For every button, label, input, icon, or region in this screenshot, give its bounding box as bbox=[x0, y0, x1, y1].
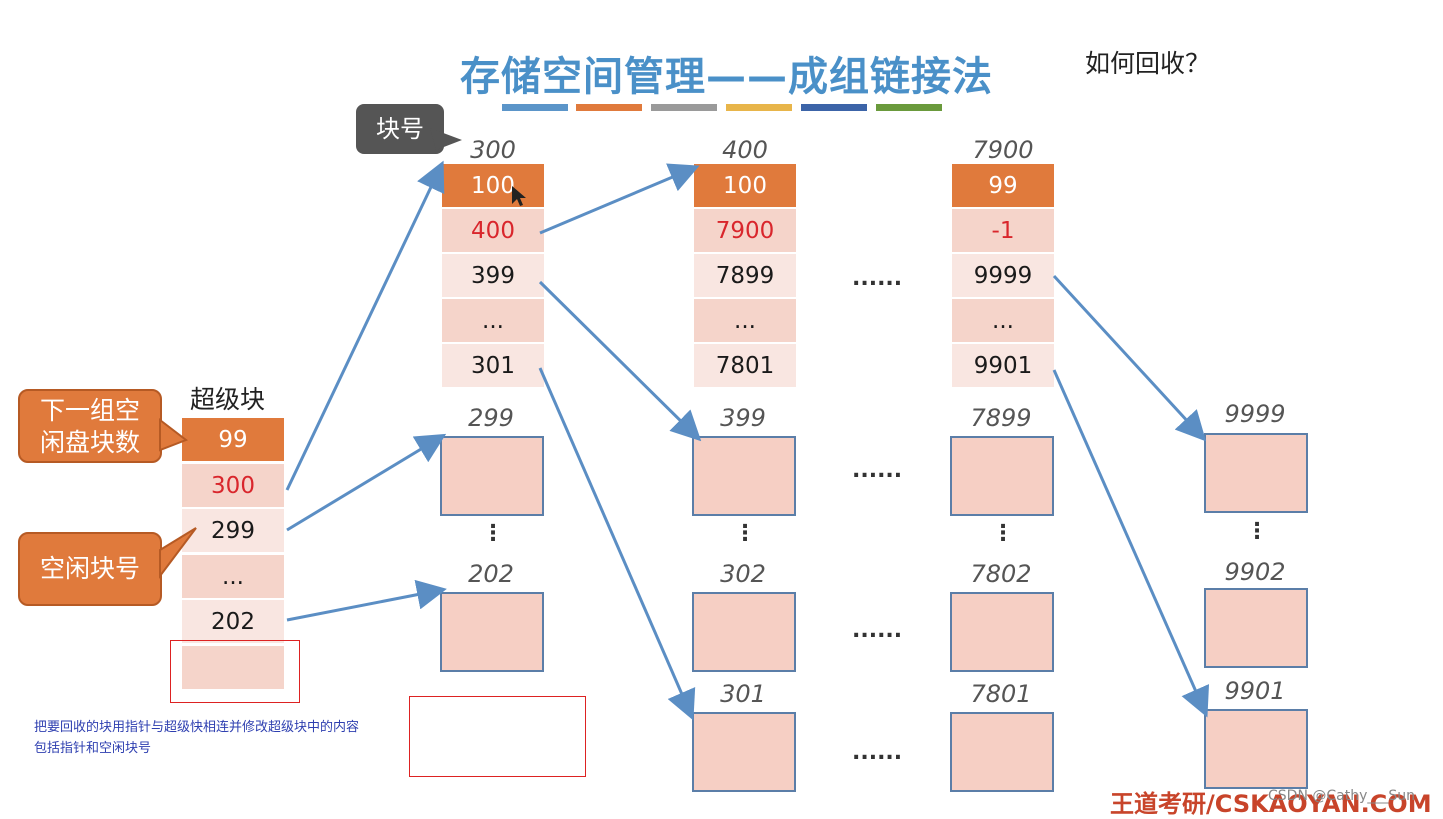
free-block-label: 299 bbox=[468, 404, 514, 432]
group-free-cell: 9999 bbox=[952, 254, 1054, 297]
arrow bbox=[286, 579, 447, 622]
superblock-empty-cell bbox=[182, 646, 284, 689]
arrow bbox=[538, 367, 696, 721]
superblock-label: 超级块 bbox=[190, 385, 266, 414]
page-title: 存储空间管理——成组链接法 bbox=[460, 54, 993, 100]
block-number-label: 7900 bbox=[972, 136, 1034, 164]
callout-block-number: 块号 bbox=[356, 104, 444, 154]
free-block bbox=[1204, 588, 1308, 668]
free-block bbox=[440, 592, 544, 672]
arrow bbox=[1052, 274, 1207, 442]
free-block bbox=[692, 712, 796, 792]
block-number-label: 400 bbox=[722, 136, 768, 164]
superblock-free-cell: 202 bbox=[182, 600, 284, 643]
superblock-free-cell: 299 bbox=[182, 509, 284, 552]
superblock-count-cell: 99 bbox=[182, 418, 284, 461]
note-line: 包括指针和空闲块号 bbox=[34, 741, 152, 756]
annotation-note: 把要回收的块用指针与超级快相连并修改超级块中的内容 包括指针和空闲块号 bbox=[34, 717, 359, 759]
callout-free-block-number: 空闲块号 bbox=[18, 532, 162, 606]
free-block-label: 399 bbox=[720, 404, 766, 432]
free-block bbox=[692, 436, 796, 516]
block-number-label: 300 bbox=[470, 136, 516, 164]
title-color-bar bbox=[651, 104, 717, 111]
callout-pointer bbox=[159, 527, 197, 579]
callout-free-block-label: 空闲块号 bbox=[39, 554, 140, 583]
group-pointer-cell: 7900 bbox=[694, 209, 796, 252]
csdn-credit: CSDN @Cathy___Sun bbox=[1268, 788, 1415, 804]
annotation-box bbox=[170, 640, 300, 703]
question-text: 如何回收？ bbox=[1085, 49, 1211, 78]
arrow bbox=[538, 280, 702, 442]
group-free-cell: 301 bbox=[442, 344, 544, 387]
group-free-cell: 399 bbox=[442, 254, 544, 297]
group-count-cell: 100 bbox=[694, 164, 796, 207]
group-pointer-cell: -1 bbox=[952, 209, 1054, 252]
group-pointer-cell: 400 bbox=[442, 209, 544, 252]
title-color-bar bbox=[576, 104, 642, 111]
callout-block-number-label: 块号 bbox=[376, 115, 424, 143]
free-block bbox=[950, 712, 1054, 792]
ellipsis: ...... bbox=[852, 266, 903, 291]
group-free-cell: 7801 bbox=[694, 344, 796, 387]
free-block-label: 301 bbox=[720, 680, 766, 708]
superblock-ellipsis-cell: ... bbox=[182, 555, 284, 598]
superblock-pointer-cell: 300 bbox=[182, 464, 284, 507]
free-block-label: 9901 bbox=[1224, 677, 1286, 705]
group-ellipsis-cell: ... bbox=[694, 299, 796, 342]
free-block-label: 9999 bbox=[1224, 400, 1286, 428]
title-color-bar bbox=[502, 104, 568, 111]
arrow bbox=[539, 163, 700, 235]
free-block-label: 7801 bbox=[970, 680, 1032, 708]
free-block-label: 202 bbox=[468, 560, 514, 588]
free-block bbox=[1204, 709, 1308, 789]
arrow bbox=[1052, 369, 1210, 718]
group-ellipsis-cell: ... bbox=[952, 299, 1054, 342]
group-count-cell: 100 bbox=[442, 164, 544, 207]
free-block bbox=[440, 436, 544, 516]
callout-next-group-line1: 下一组空 bbox=[39, 396, 140, 425]
group-free-cell: 7899 bbox=[694, 254, 796, 297]
group-ellipsis-cell: ... bbox=[442, 299, 544, 342]
callout-pointer bbox=[430, 128, 462, 150]
free-block bbox=[950, 436, 1054, 516]
free-block-label: 302 bbox=[720, 560, 766, 588]
title-color-bar bbox=[876, 104, 942, 111]
arrow bbox=[285, 160, 445, 491]
free-block bbox=[950, 592, 1054, 672]
title-color-bar bbox=[801, 104, 867, 111]
title-color-bar bbox=[726, 104, 792, 111]
mouse-cursor-icon bbox=[512, 186, 526, 206]
ellipsis: ...... bbox=[852, 458, 903, 483]
note-line: 把要回收的块用指针与超级快相连并修改超级块中的内容 bbox=[34, 720, 360, 735]
free-block-label: 9902 bbox=[1224, 558, 1286, 586]
free-block bbox=[692, 592, 796, 672]
free-block bbox=[1204, 433, 1308, 513]
arrow bbox=[286, 433, 447, 532]
free-block-label: 7899 bbox=[970, 404, 1032, 432]
group-free-cell: 9901 bbox=[952, 344, 1054, 387]
free-block-label: 7802 bbox=[970, 560, 1032, 588]
annotation-box bbox=[409, 696, 586, 777]
ellipsis: ...... bbox=[852, 618, 903, 643]
watermark-text: 王道考研/CSKAOYAN.COM bbox=[1110, 790, 1432, 818]
group-count-cell: 99 bbox=[952, 164, 1054, 207]
callout-pointer bbox=[159, 417, 189, 452]
callout-next-group-line2: 闲盘块数 bbox=[39, 428, 140, 457]
ellipsis: ...... bbox=[852, 740, 903, 765]
